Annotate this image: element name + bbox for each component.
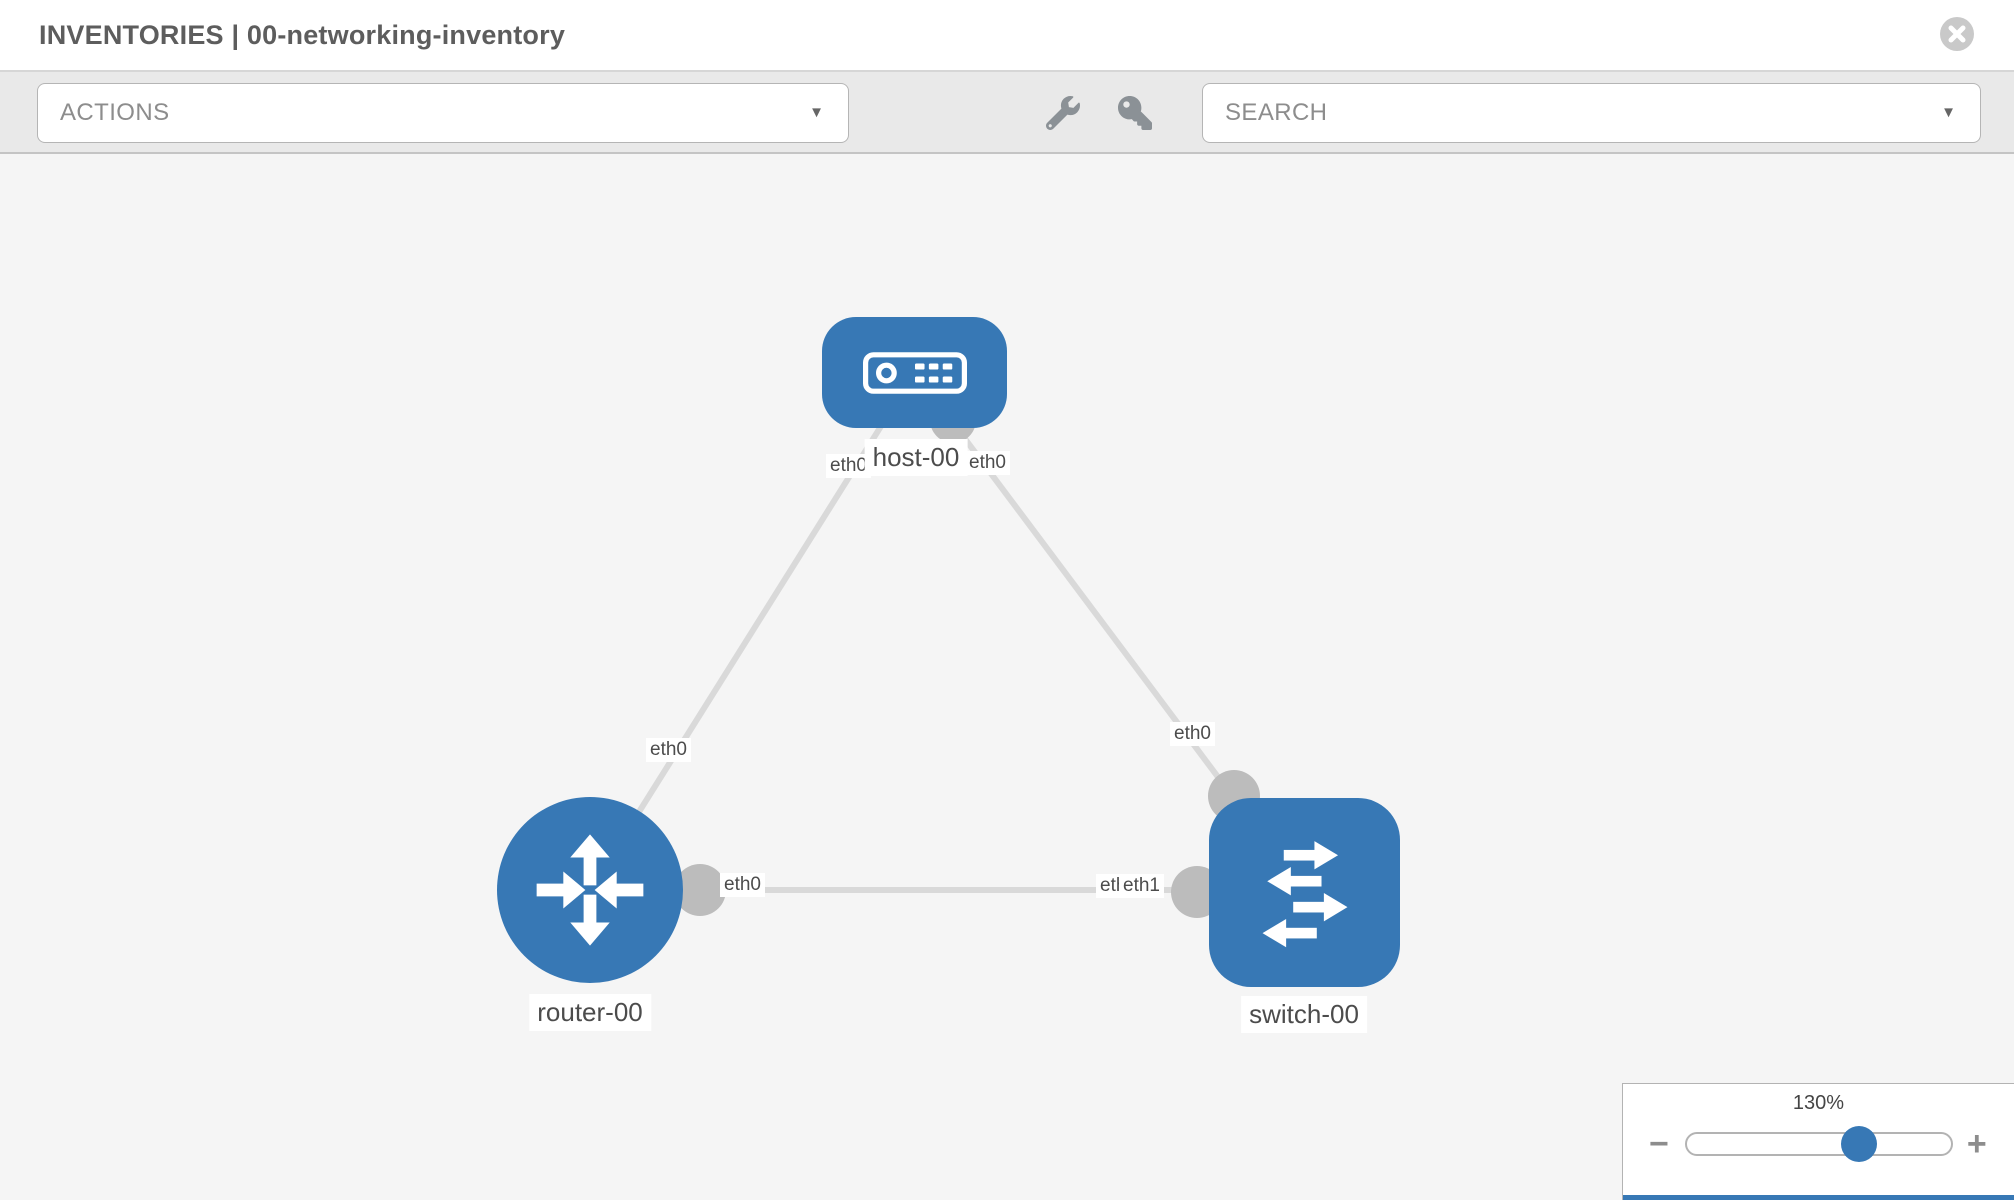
header: INVENTORIES | 00-networking-inventory (0, 0, 2014, 72)
page-title: INVENTORIES | 00-networking-inventory (39, 20, 566, 50)
node-label-router-00[interactable]: router-00 (529, 994, 651, 1031)
if-label-host-eth0-left: eth0 (826, 454, 871, 478)
node-label-host-00[interactable]: host-00 (864, 439, 968, 476)
if-label-host-switch-eth0: eth0 (1170, 722, 1215, 746)
topology-canvas[interactable]: host-00 router-00 switch-00 eth0 eth0 et… (0, 154, 2014, 1200)
if-label-host-eth0-right: eth0 (965, 451, 1010, 475)
topology-links (587, 370, 1307, 918)
chevron-down-icon: ▼ (809, 104, 824, 121)
node-host-00[interactable] (822, 317, 1007, 428)
endpoint-router-eth0[interactable] (674, 864, 726, 916)
wrench-icon[interactable] (1046, 96, 1080, 130)
chevron-down-icon: ▼ (1941, 104, 1956, 121)
node-label-switch-00[interactable]: switch-00 (1241, 996, 1367, 1033)
if-label-rs-switch-eth1: eth1 (1119, 874, 1164, 898)
host-icon (862, 351, 967, 394)
node-switch-00[interactable] (1209, 798, 1400, 987)
actions-dropdown-label: ACTIONS (60, 99, 170, 126)
close-button[interactable] (1940, 17, 1974, 51)
zoom-in-button[interactable]: + (1966, 1125, 1987, 1163)
zoom-panel: 130% − + (1622, 1083, 2014, 1200)
search-dropdown[interactable]: SEARCH ▼ (1202, 83, 1981, 143)
node-router-00[interactable] (497, 797, 683, 983)
actions-dropdown[interactable]: ACTIONS ▼ (37, 83, 849, 143)
zoom-slider-row: − + (1623, 1124, 2014, 1164)
key-icon[interactable] (1118, 96, 1152, 130)
close-icon (1948, 25, 1966, 43)
toolbar: ACTIONS ▼ SEARCH ▼ (0, 72, 2014, 154)
zoom-out-button[interactable]: − (1649, 1125, 1669, 1163)
if-label-router-host-eth0: eth0 (646, 738, 691, 762)
router-icon (536, 834, 644, 946)
if-label-rs-router-eth0: eth0 (720, 873, 765, 897)
zoom-slider-track[interactable] (1684, 1126, 1953, 1162)
zoom-panel-accent-bar (1623, 1195, 2014, 1200)
search-dropdown-label: SEARCH (1225, 99, 1328, 126)
zoom-level: 130% (1792, 1092, 1845, 1114)
switch-icon (1262, 840, 1347, 947)
zoom-slider-thumb[interactable] (1840, 1126, 1877, 1162)
